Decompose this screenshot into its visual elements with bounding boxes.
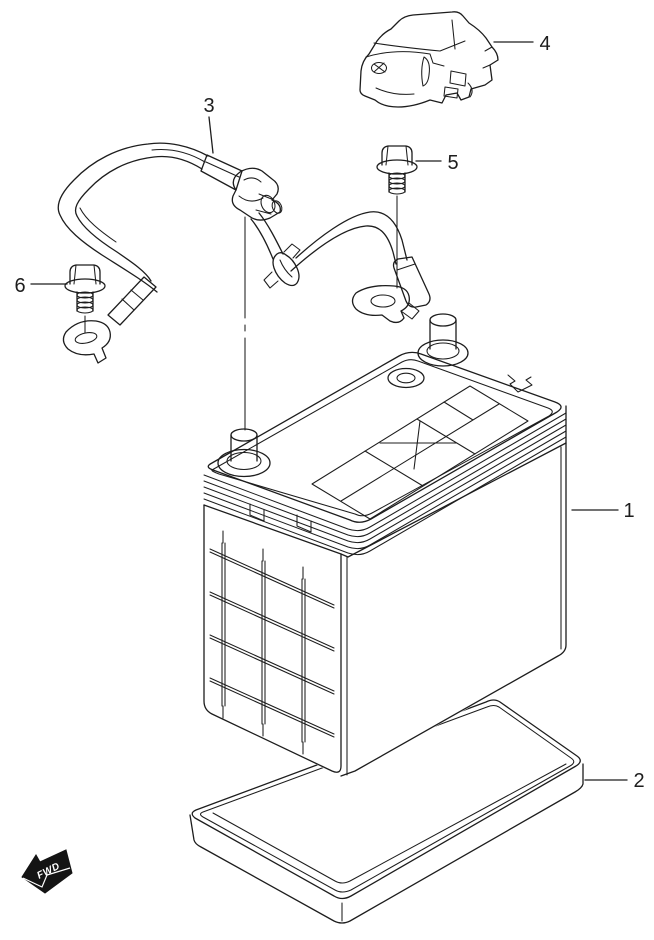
callout-6[interactable]: 6 — [14, 275, 25, 297]
leader-line-3 — [208, 116, 214, 154]
callout-5[interactable]: 5 — [447, 152, 458, 174]
screw-boss-cross — [373, 62, 386, 73]
positive-lead — [250, 211, 431, 324]
bolt-6 — [64, 264, 106, 334]
callout-2[interactable]: 2 — [633, 770, 644, 792]
terminal-cover — [359, 11, 499, 108]
battery-tray — [189, 699, 584, 924]
battery — [203, 313, 567, 777]
leader-lines — [30, 41, 628, 781]
battery-cable-assembly — [57, 142, 283, 364]
bolt-5 — [376, 145, 418, 289]
callout-3[interactable]: 3 — [203, 95, 214, 117]
terminal-clamp — [231, 167, 283, 221]
callout-1[interactable]: 1 — [623, 500, 634, 522]
fwd-direction-arrow: FWD — [21, 849, 73, 894]
cable-clip — [263, 243, 301, 289]
ground-ring-terminal — [62, 320, 111, 364]
positive-ring-terminal — [351, 285, 420, 324]
battery-side-grid — [209, 530, 335, 755]
callout-4[interactable]: 4 — [539, 33, 550, 55]
